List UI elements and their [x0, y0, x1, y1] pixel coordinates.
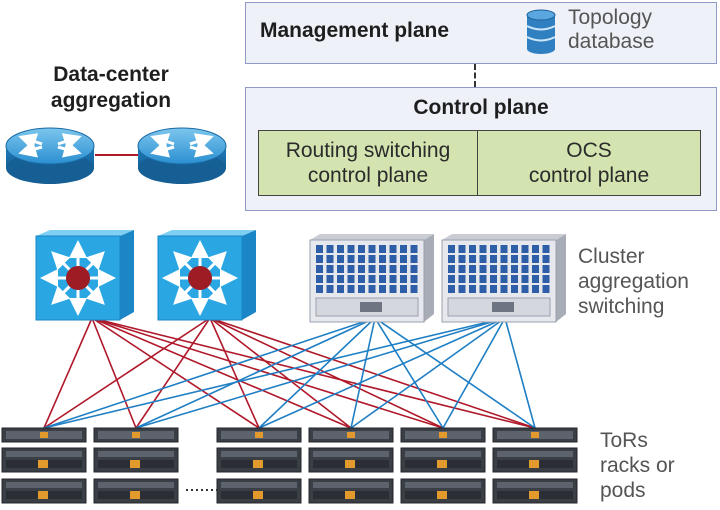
cluster-aggregation-label: Cluster aggregation switching [578, 244, 689, 319]
ocs-label-line1: OCS [566, 139, 612, 162]
blue-link [258, 317, 376, 429]
tor-switch [1, 427, 87, 443]
tor-switch [93, 427, 179, 443]
router-icon-left [5, 127, 95, 184]
red-link [91, 317, 444, 429]
tor-switch [308, 427, 394, 443]
database-icon [526, 9, 556, 55]
blue-link [374, 317, 536, 429]
tor-rack [93, 447, 179, 473]
mgmt-control-connector [474, 64, 476, 87]
ocs-icon-1 [309, 234, 434, 323]
tor-rack [216, 447, 302, 473]
ocs-icon-2 [441, 234, 566, 323]
topology-database-label: Topology database [568, 6, 654, 54]
packet-switches-group [35, 230, 256, 321]
red-link [209, 317, 260, 429]
management-plane-box: Management plane Topology database [245, 2, 717, 64]
dc-agg-line1: Data-center [53, 63, 169, 86]
db-label-line2: database [568, 30, 655, 53]
cluster-line2: aggregation [578, 270, 689, 293]
cluster-line1: Cluster [578, 245, 645, 268]
routers-group [5, 127, 227, 184]
tors-line1: ToRs [600, 429, 648, 452]
blue-link [504, 317, 536, 429]
red-link [43, 317, 211, 429]
blue-link [374, 317, 444, 429]
tor-switch [492, 427, 578, 443]
management-plane-title: Management plane [260, 19, 450, 42]
ocs-group [309, 234, 566, 323]
cluster-line3: switching [578, 295, 665, 318]
tor-rack [400, 447, 486, 473]
tor-switch [400, 427, 486, 443]
blue-link [350, 317, 506, 429]
red-link [209, 317, 444, 429]
tors-line3: pods [600, 479, 646, 502]
db-label-line1: Topology [568, 6, 653, 29]
blue-link [43, 317, 506, 429]
blue-link [350, 317, 376, 429]
red-link [91, 317, 260, 429]
red-link [91, 317, 352, 429]
blue-link [258, 317, 506, 429]
tor-rack [308, 447, 394, 473]
blue-link [135, 317, 506, 429]
red-link [135, 317, 211, 429]
packet-switch-icon-1 [35, 230, 134, 321]
red-link [209, 317, 352, 429]
tor-switch [216, 427, 302, 443]
tors-label: ToRs racks or pods [600, 428, 675, 503]
red-link [209, 317, 536, 429]
links-group [43, 154, 536, 429]
routing-label-line1: Routing switching [285, 139, 451, 162]
tor-rack [1, 447, 87, 473]
tor-rack [492, 478, 578, 504]
control-plane-title: Control plane [413, 96, 549, 119]
tors-line2: racks or [600, 454, 675, 477]
router-icon-right [137, 127, 227, 184]
blue-link [442, 317, 506, 429]
tor-rack [216, 478, 302, 504]
tor-group [1, 427, 578, 504]
datacenter-aggregation-label: Data-center aggregation [0, 62, 222, 114]
tor-rack [93, 478, 179, 504]
red-link [91, 317, 137, 429]
tor-rack [400, 478, 486, 504]
blue-link [135, 317, 376, 429]
routing-label-line2: control plane [307, 164, 429, 187]
tor-rack [1, 478, 87, 504]
packet-switch-icon-2 [157, 230, 256, 321]
tor-rack [492, 447, 578, 473]
tor-rack [308, 478, 394, 504]
ocs-label-line2: control plane [528, 164, 650, 187]
blue-link [43, 317, 376, 429]
red-link [91, 317, 536, 429]
dc-agg-line2: aggregation [50, 89, 172, 112]
red-link [43, 317, 93, 429]
